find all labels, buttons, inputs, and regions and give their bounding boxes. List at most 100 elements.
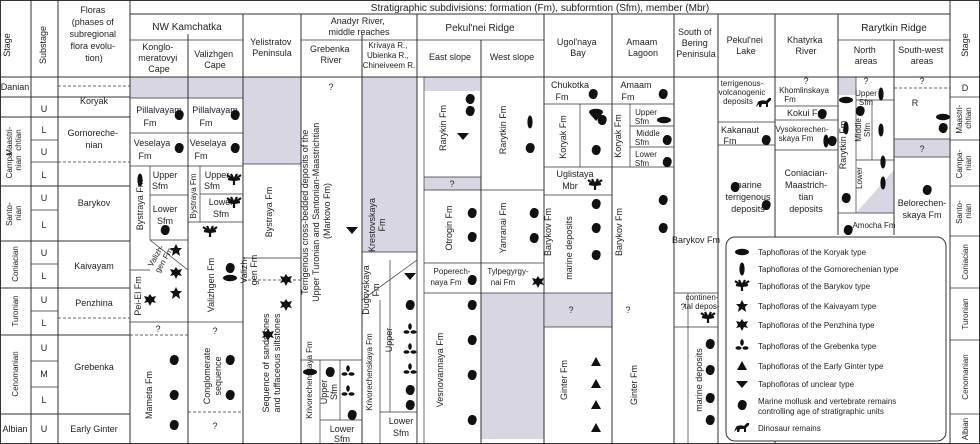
svg-text:Poperech-naya Fm: Poperech-naya Fm [430,267,470,287]
pekulnei-lake: Pekul'nei Lake [727,35,766,56]
svg-text:marine deposits: marine deposits [694,348,704,412]
svg-text:?: ? [212,326,217,336]
svg-text:Taphofloras of the Gornorechen: Taphofloras of the Gornorechenian type [758,265,899,274]
valizhgen-cape: Valizhgen Cape [194,49,235,70]
flora-kaivayam: Kaivayam [74,261,114,271]
svg-text:MiddleSfm: MiddleSfm [854,118,872,142]
svg-text:Dinosaur remains: Dinosaur remains [758,424,821,433]
narrow-leaf-icon [739,262,745,276]
west-slope: West slope [490,52,534,62]
svg-text:Bystraya Fm: Bystraya Fm [189,173,198,218]
svg-text:?: ? [568,305,573,315]
svg-text:UpperSfm: UpperSfm [635,108,657,126]
legend-item-koryak: Taphofloras of the Koryak type [735,248,867,257]
svg-text:U: U [41,343,48,353]
bering-units: Barykov Fm continen-tal depos- marine de… [672,235,720,412]
svg-text:Taphofloras of the Koryak type: Taphofloras of the Koryak type [758,248,867,257]
substage-header: Substage [38,26,48,64]
stage-danian: Danian [1,82,30,92]
stage-maastrichtian: Maastri- chtian [5,124,23,155]
svg-text:Vysokorechen-skaya Fm: Vysokorechen-skaya Fm [775,125,828,143]
svg-text:Taphofloras of the Early Ginte: Taphofloras of the Early Ginter type [758,362,884,371]
svg-text:Taphofloras of the Kaivayam ty: Taphofloras of the Kaivayam type [758,302,877,311]
svg-text:U: U [41,295,48,305]
svg-text:M: M [40,369,48,379]
floras: Koryak Gornoreche- nian Barykov Kaivayam… [67,96,118,434]
svg-text:?: ? [863,76,868,86]
svg-text:Marine mollusk and vertebrate: Marine mollusk and vertebrate remains [758,397,896,406]
svg-text:Taphofloras of the Barykov typ: Taphofloras of the Barykov type [758,282,871,291]
svg-text:Bystraya Fm: Bystraya Fm [264,187,274,238]
svg-text:?: ? [328,82,333,92]
gray-fills [130,77,950,439]
legend: Taphofloras of the Koryak type Taphoflor… [725,236,947,442]
svg-text:?: ? [625,305,630,315]
svg-text:R: R [912,98,919,108]
legend-item-grebenka: Taphofloras of the Grebenka type [735,339,877,351]
stage-albian: Albian [2,424,27,434]
stage-santonian: Santo- nian [5,200,23,226]
svg-text:?: ? [155,324,160,334]
svg-text:Santo- nian: Santo- nian [955,198,973,224]
svg-text:Pei-El Fm: Pei-El Fm [133,276,143,316]
konglo-cape: Konglo- meratovyi Cape [138,42,180,74]
svg-text:Barykov Fm: Barykov Fm [543,208,553,256]
svg-text:UpperSfm: UpperSfm [204,170,229,191]
svg-text:Maastri- chtian: Maastri- chtian [955,102,973,133]
anadyr-units: ? Terrigenous cross-bedded deposits of t… [300,82,413,444]
svg-text:U: U [41,248,48,258]
flora-early-ginter: Early Ginter [70,424,118,434]
khatyrka-river: Khatyrka River [787,35,825,56]
stage-coniacian: Coniacian [11,246,20,282]
svg-text:Bystraya Fm: Bystraya Fm [135,180,145,231]
svg-text:Albian: Albian [961,418,970,440]
floras-header: Floras (phases of subregional flora evol… [69,5,118,63]
stage-header-right: Stage [960,33,970,57]
svg-text:L: L [41,271,46,281]
svg-text:Ginter Fm: Ginter Fm [559,360,569,400]
svg-text:?: ? [212,421,217,431]
svg-text:?: ? [680,302,685,312]
stages-right: D Maastri- chtian Campa- nian Santo- nia… [955,83,973,440]
svg-text:UpperSfm: UpperSfm [319,380,339,405]
svg-text:Sequence of sandstonesand tuff: Sequence of sandstonesand tuffaceous sil… [261,313,282,413]
svg-text:?: ? [919,144,924,154]
pekulnei-units: Rarykin Fm ? Otrogin Fm Poperech-naya Fm… [430,105,529,407]
svg-text:Conglomeratesequence: Conglomeratesequence [202,348,223,405]
legend-item-shell: Marine mollusk and vertebrate remainscon… [737,397,896,416]
svg-text:Otrogin Fm: Otrogin Fm [444,205,454,250]
east-slope: East slope [429,52,471,62]
svg-text:L: L [41,395,46,405]
svg-text:DugovskayaFm: DugovskayaFm [361,265,381,315]
svg-text:Tylpegyrgy-nai Fm: Tylpegyrgy-nai Fm [487,267,529,287]
svg-text:Vesnovannaya Fm: Vesnovannaya Fm [435,333,445,408]
svg-text:Rarytkin Fm: Rarytkin Fm [498,106,508,155]
svg-text:Barykov Fm: Barykov Fm [672,235,720,245]
svg-text:Valizhgen Fm: Valizhgen Fm [206,258,216,312]
stages-left: Danian Maastri- chtian Campa- nian Santo… [1,82,30,434]
pekulnei-ridge: Pekul'nei Ridge [445,23,515,34]
svg-text:U: U [41,424,48,434]
svg-text:Koryak Fm: Koryak Fm [613,114,623,158]
main-title: Stratigraphic subdivisions: formation (F… [371,3,709,14]
svg-text:Campa- nian: Campa- nian [955,148,973,179]
stage-cenomanian: Cenomanian [11,351,20,396]
svg-text:U: U [41,147,48,157]
svg-text:Upper: Upper [384,328,394,353]
svg-text:continen-tal depos-: continen-tal depos- [684,293,719,311]
svg-text:Barykov Fm: Barykov Fm [614,208,624,256]
